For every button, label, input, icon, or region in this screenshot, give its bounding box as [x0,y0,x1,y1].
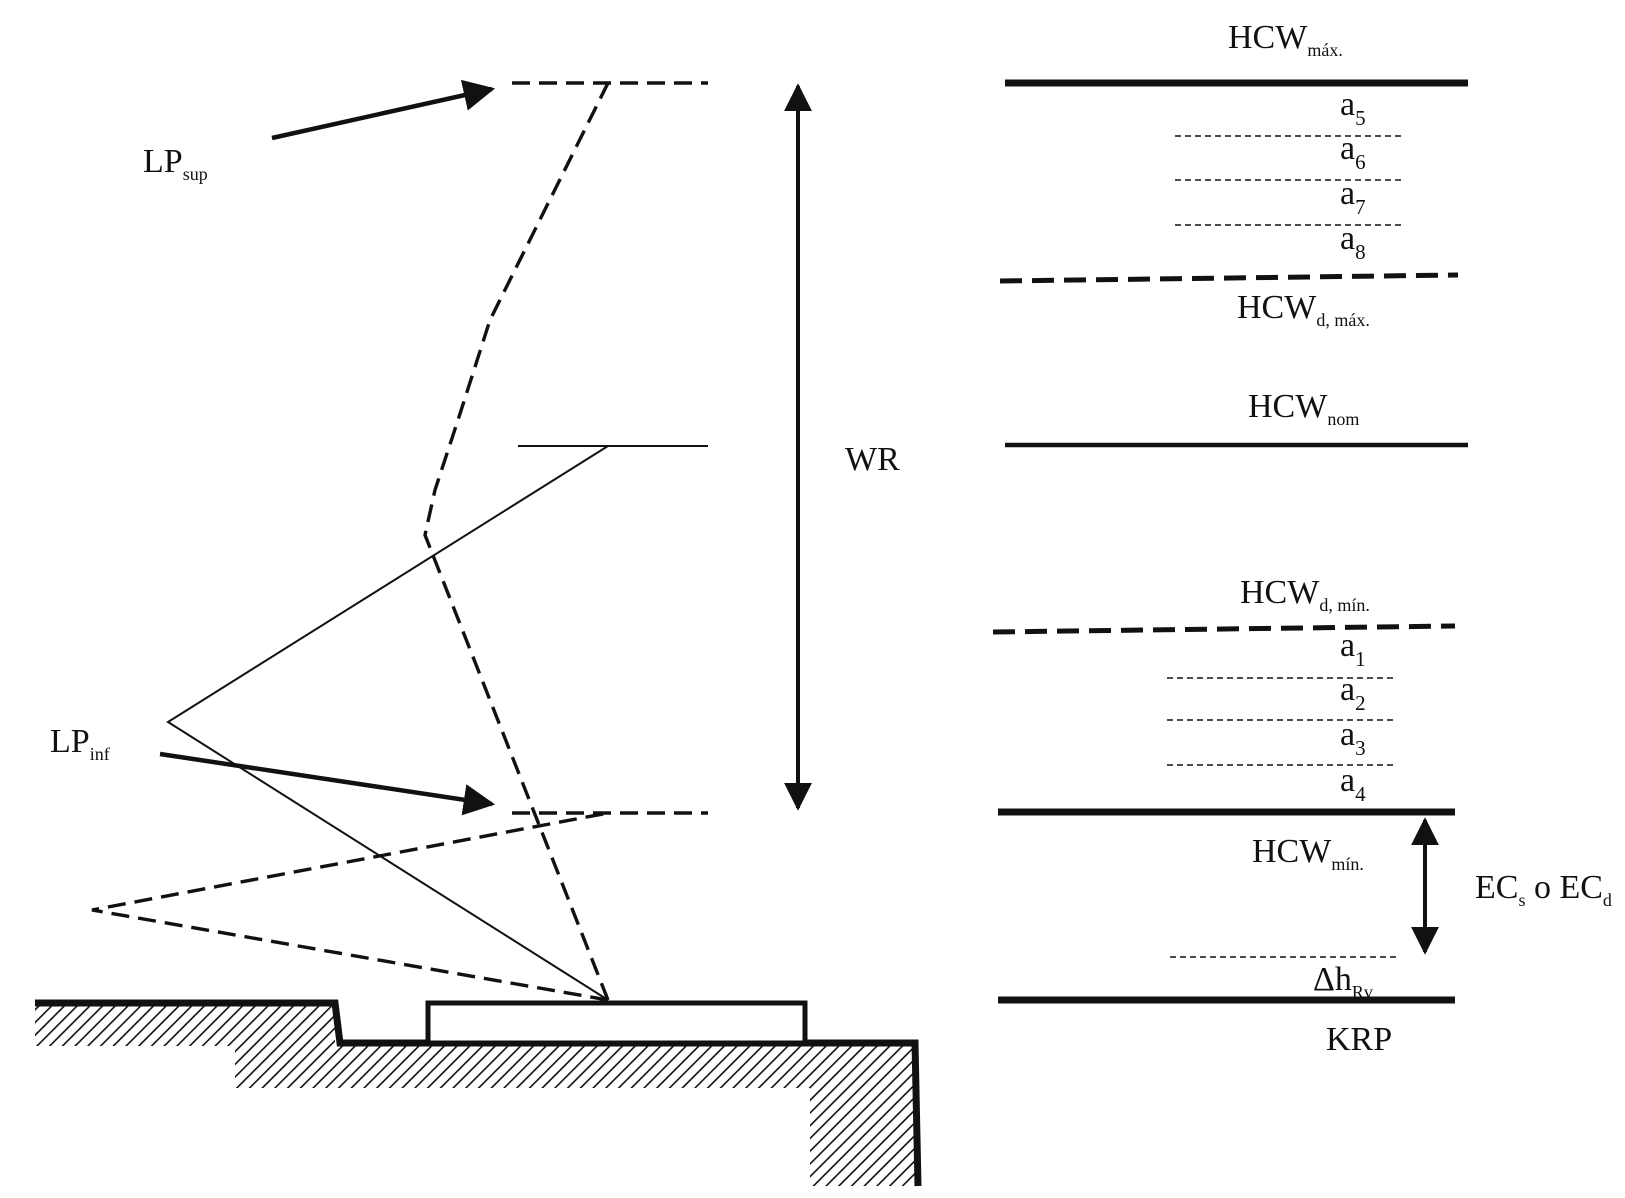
a3-label: a3 [1340,716,1366,760]
nominal-beam-solid [166,445,609,1001]
ground-surface-outline [35,999,922,1187]
hcw-max-label: HCWmáx. [1228,19,1343,60]
a1-label: a1 [1340,627,1366,671]
upper-beam-dashed [423,82,610,1001]
headlamp-body [425,1000,808,1046]
lower-beam-dashed [91,811,609,1002]
a2-label: a2 [1340,671,1366,715]
a4-label: a4 [1340,762,1366,806]
ground-hatch-middle [235,1043,815,1088]
lp-inf-arrow [159,751,496,816]
lp-inf-label: LPinf [50,723,110,764]
beam-lines [91,81,708,1002]
ground-hatch-left [35,1003,335,1046]
a5-label: a5 [1340,86,1366,130]
hcw-d-max-label: HCWd, máx. [1237,289,1370,330]
wr-label: WR [845,441,900,478]
ground-hatch-right [810,1043,915,1186]
a8-label: a8 [1340,220,1366,264]
hcw-min-label: HCWmín. [1252,833,1364,874]
hcw-d-max-line [999,272,1459,284]
delta-h-label: ΔhRv [1313,961,1373,1002]
ec-label: ECs o ECd [1475,869,1612,910]
hcw-d-min-line [992,623,1456,635]
krp-label: KRP [1326,1021,1392,1058]
a6-label: a6 [1340,130,1366,174]
hcw-nom-label: HCWnom [1248,388,1359,429]
lp-sup-arrow [271,79,496,141]
level-scale [992,79,1468,1004]
lp-sup-label: LPsup [143,143,208,184]
hcw-d-min-label: HCWd, mín. [1240,574,1370,615]
ground-section [35,999,922,1187]
a7-label: a7 [1340,175,1366,219]
